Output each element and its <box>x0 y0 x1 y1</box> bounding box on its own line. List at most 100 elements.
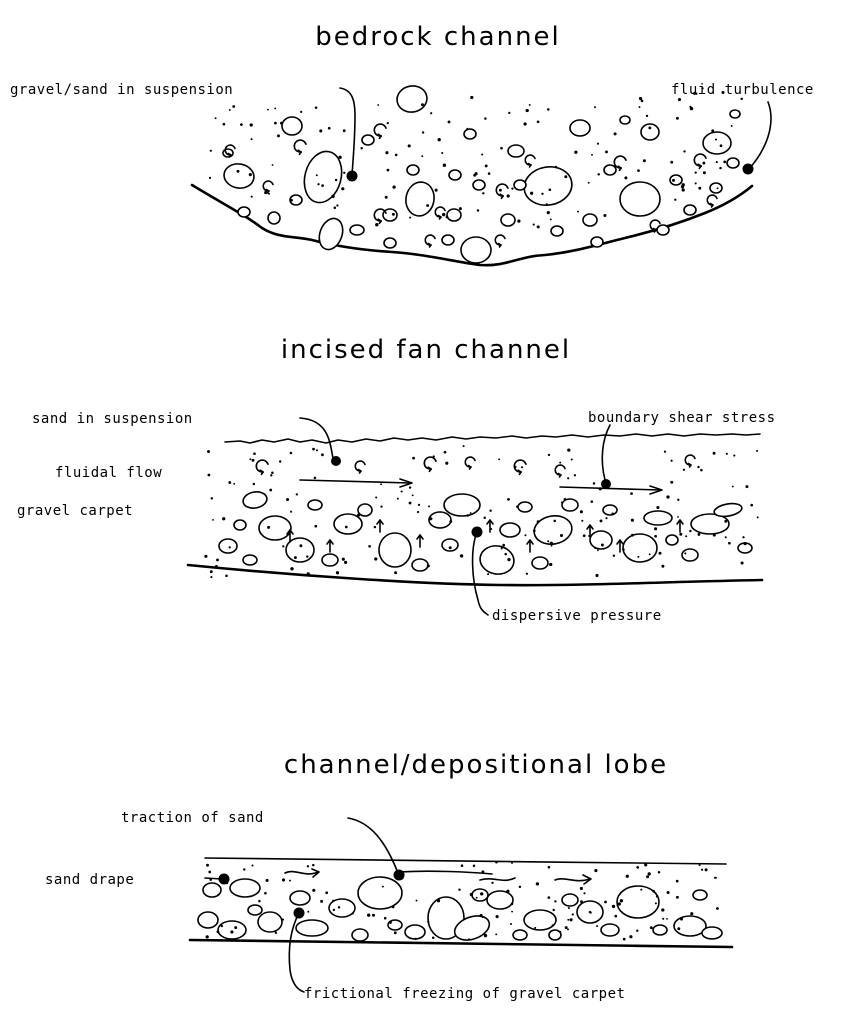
leader-dispersive-pressure <box>473 532 488 615</box>
panel-channel-depositional-lobe: channel/depositional lobe traction of sa… <box>45 750 732 1002</box>
sand-grain <box>477 209 479 211</box>
sand-grain <box>667 891 670 894</box>
gravel-clast <box>641 124 659 140</box>
gravel-clast <box>259 516 291 540</box>
sand-grain <box>643 159 646 162</box>
sand-grain <box>392 213 395 216</box>
gravel-clast <box>710 183 722 193</box>
label-fluidal-flow: fluidal flow <box>55 465 162 481</box>
panel-title-incised-fan: incised fan channel <box>281 335 571 365</box>
sand-grain <box>444 451 447 454</box>
gravel-clast <box>403 180 436 218</box>
eddy-arrow-icon <box>374 124 386 136</box>
panel-incised-fan-channel: incised fan channel sand in suspension b… <box>17 335 776 624</box>
sand-grain <box>504 553 507 556</box>
gravel-clast <box>620 182 660 216</box>
gravel-clast <box>218 921 246 939</box>
sand-grain <box>319 129 322 132</box>
sand-grain <box>529 104 531 106</box>
sand-grain <box>524 534 526 536</box>
sand-grain <box>716 161 718 163</box>
eddy-arrow-icon <box>614 156 626 168</box>
sand-grain <box>719 167 721 169</box>
sand-grain <box>217 930 220 933</box>
sand-grain <box>334 207 337 210</box>
gravel-clast <box>412 559 428 571</box>
sand-grain <box>702 162 705 165</box>
sand-grain <box>567 477 569 479</box>
sand-grain <box>432 936 435 939</box>
label-traction-of-sand: traction of sand <box>121 810 264 826</box>
sand-grain <box>695 171 697 173</box>
sand-grain <box>680 918 683 921</box>
sand-grain <box>631 534 634 537</box>
marker-frictional-freezing <box>294 908 305 919</box>
sand-grain <box>552 924 554 926</box>
sand-grain <box>228 481 231 484</box>
sand-grain <box>536 882 539 885</box>
sand-grain <box>499 189 502 192</box>
sand-grain <box>275 932 277 934</box>
leader-boundary-shear <box>602 425 610 480</box>
sand-grain <box>658 871 661 874</box>
sand-grain <box>221 925 223 927</box>
sand-grain <box>215 117 217 119</box>
sand-grain <box>552 909 554 911</box>
sand-grain <box>677 499 679 501</box>
fan-channel-floor <box>188 565 762 585</box>
gravel-clast <box>362 135 374 145</box>
sand-grain <box>249 458 251 460</box>
sand-grain <box>325 891 328 894</box>
gravel-clast <box>693 890 707 900</box>
sand-grain <box>555 166 558 169</box>
sand-grain <box>382 886 384 888</box>
sand-grain <box>385 196 388 199</box>
sand-grain <box>449 546 452 549</box>
sand-grain <box>720 144 723 147</box>
sand-grain <box>401 490 403 492</box>
sand-grain <box>548 896 551 899</box>
sand-grain <box>210 576 212 578</box>
sand-grain <box>307 911 309 913</box>
sand-grain <box>290 452 293 455</box>
gravel-clast <box>562 894 578 906</box>
sand-grain <box>676 880 679 883</box>
label-dispersive-pressure: dispersive pressure <box>492 608 662 624</box>
sand-grain <box>385 151 388 154</box>
sand-grain <box>335 179 337 181</box>
sand-grain <box>380 483 382 485</box>
sand-grain <box>279 460 281 462</box>
sand-grain <box>548 866 551 869</box>
gravel-clast <box>684 205 696 215</box>
sand-grain <box>394 931 397 934</box>
sand-grain <box>485 164 488 167</box>
sand-grain <box>698 187 701 190</box>
marker-sand-drape <box>219 874 230 885</box>
sand-grain <box>280 122 283 125</box>
gravel-clast <box>230 879 260 897</box>
sand-grain <box>251 864 253 866</box>
sand-grain <box>312 889 315 892</box>
sand-grain <box>644 863 647 866</box>
label-boundary-shear-stress: boundary shear stress <box>588 410 776 426</box>
gravel-clast <box>590 531 612 549</box>
sand-grain <box>426 204 429 207</box>
gravel-clast <box>358 877 402 909</box>
sand-grain <box>597 549 599 551</box>
sand-grain <box>392 906 395 909</box>
sand-grain <box>594 869 597 872</box>
gravel-clast <box>242 490 268 510</box>
sand-grain <box>588 182 590 184</box>
sand-grain <box>448 120 451 123</box>
panel-title-depositional-lobe: channel/depositional lobe <box>284 750 668 780</box>
sand-grain <box>583 892 585 894</box>
sand-grain <box>282 918 284 920</box>
sand-grain <box>290 567 293 570</box>
label-frictional-freezing: frictional freezing of gravel carpet <box>304 986 625 1002</box>
sand-grain <box>481 153 483 155</box>
sand-grain <box>442 213 445 216</box>
sand-grain <box>519 886 521 888</box>
sand-grain <box>209 177 211 179</box>
sand-grain <box>320 900 323 903</box>
sand-grain <box>666 918 668 920</box>
